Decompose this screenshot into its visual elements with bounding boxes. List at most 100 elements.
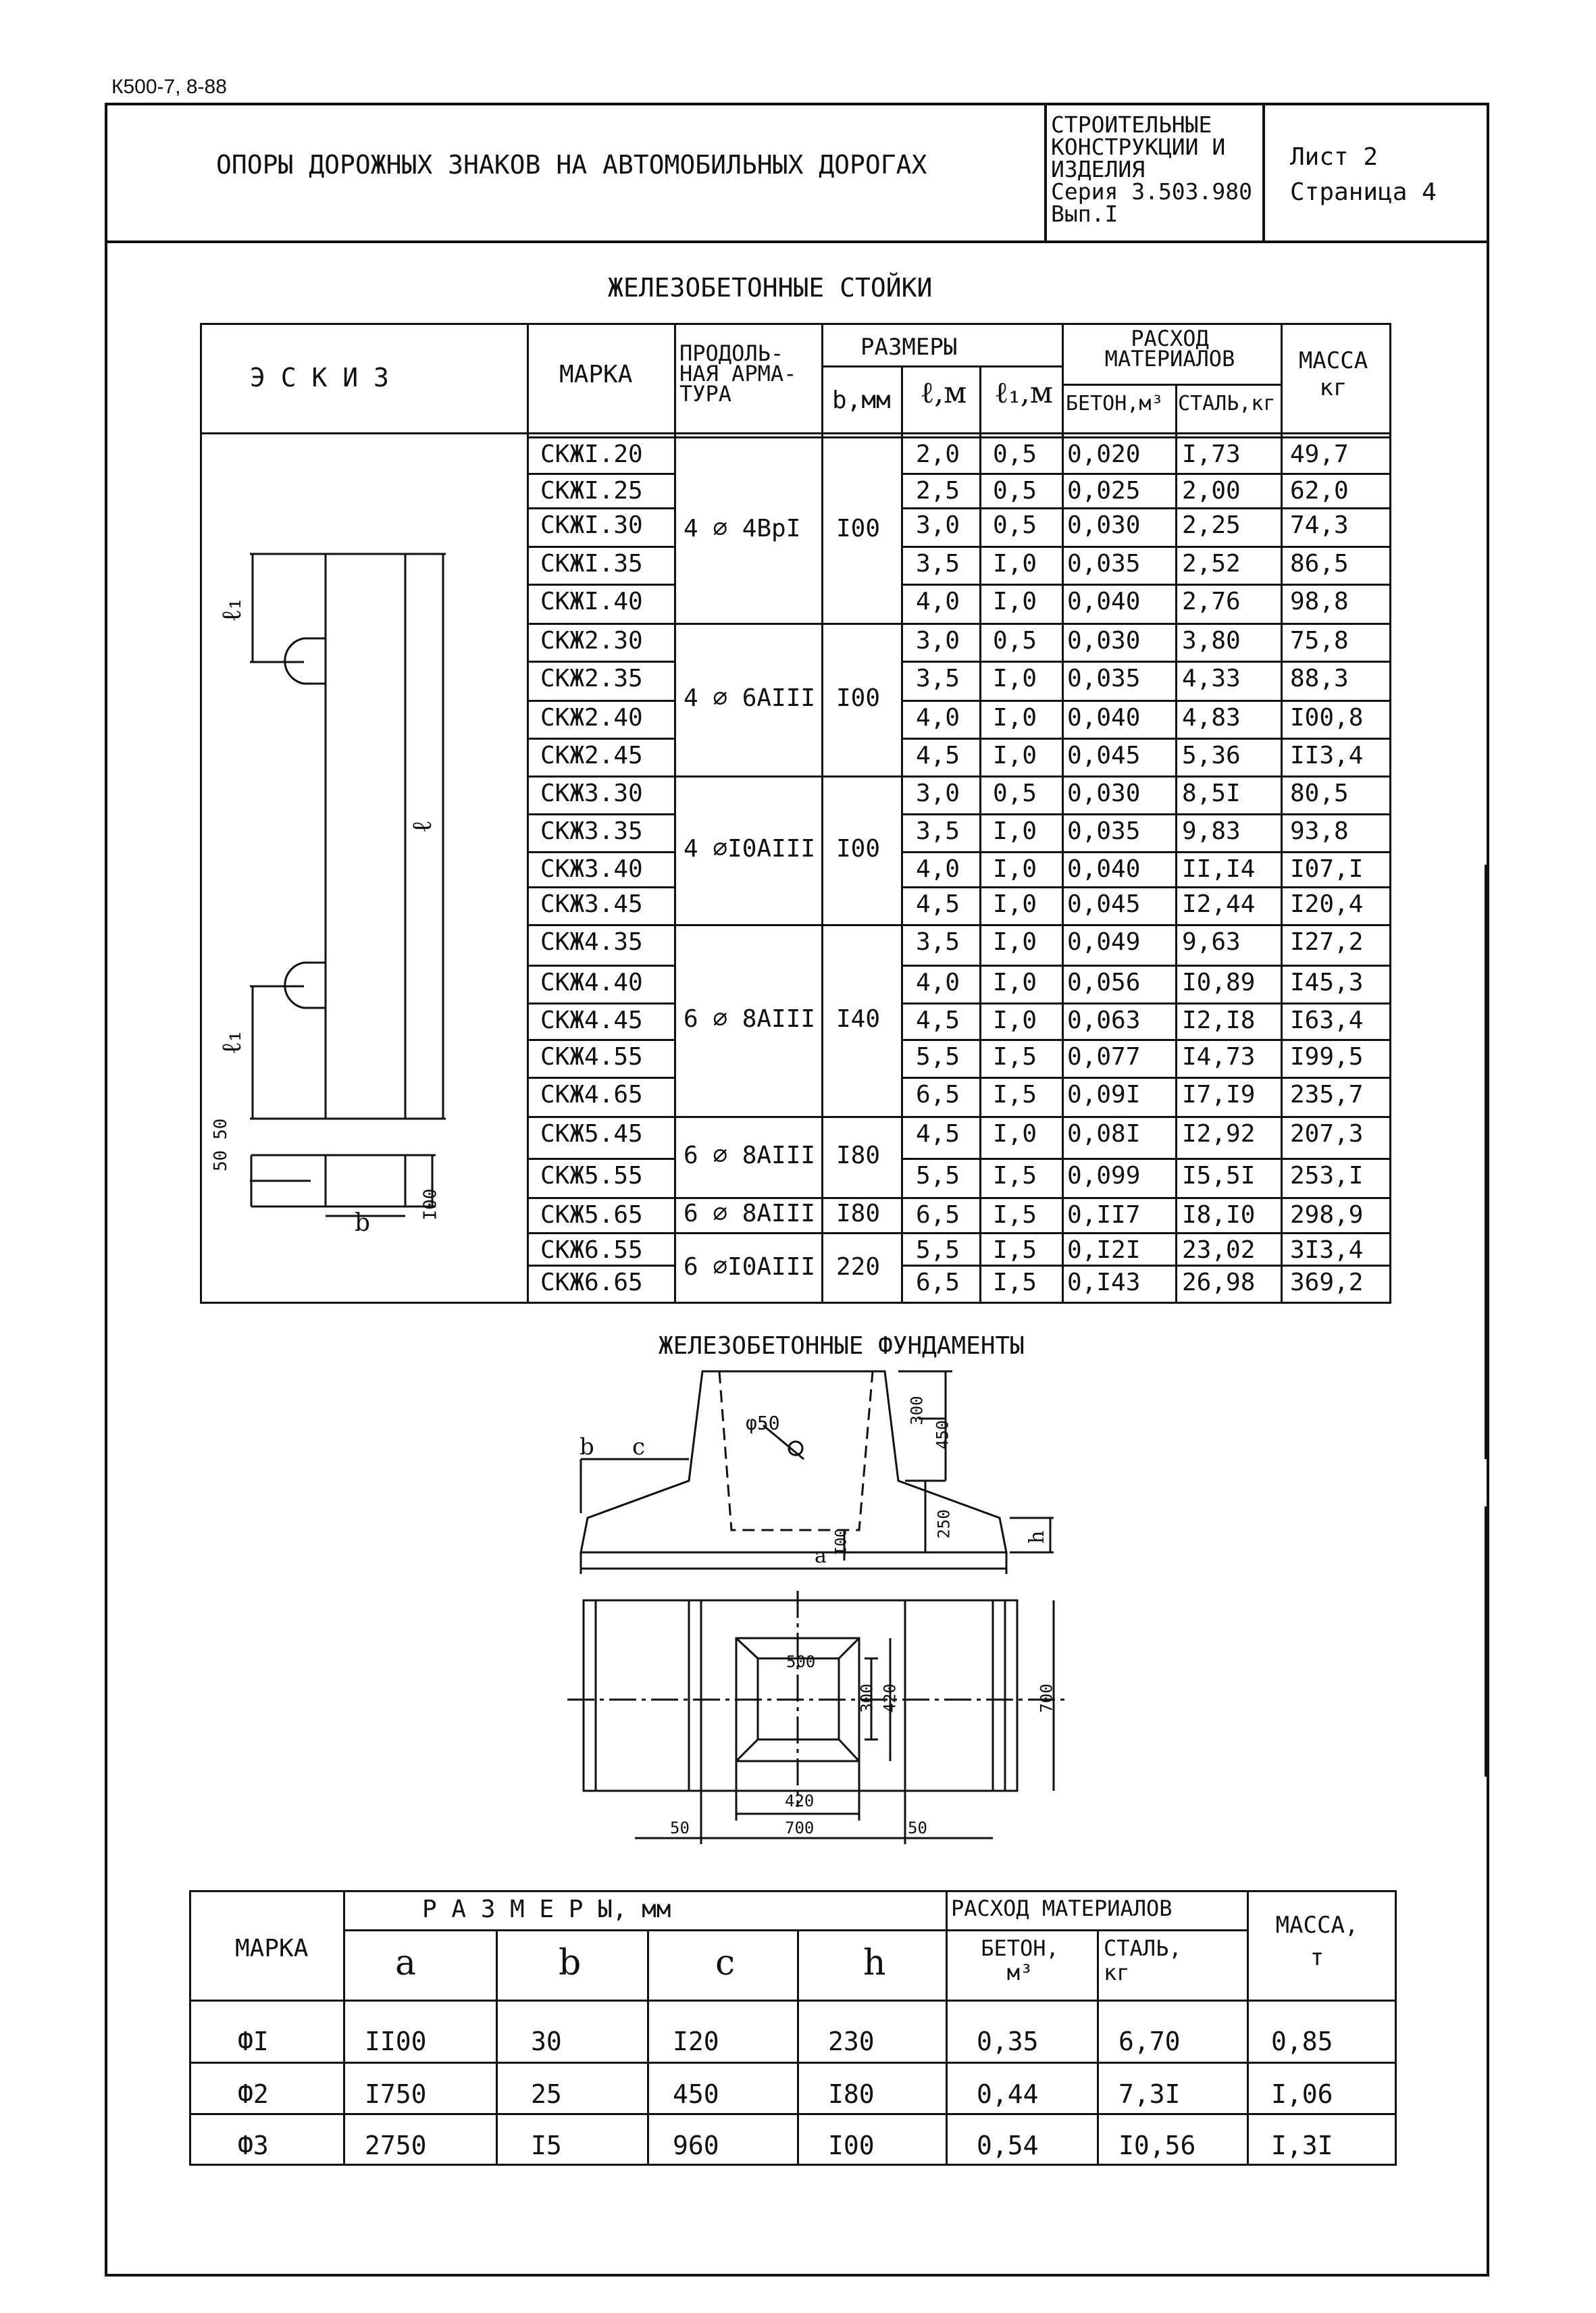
row-mark: СКЖ3.40 <box>540 855 643 883</box>
post-bracket-bottom <box>284 961 327 1009</box>
fnd-cell-mass: I,06 <box>1271 2079 1333 2109</box>
row-l: 4,5 <box>916 1007 960 1034</box>
fnd-mass-line: МАССА, <box>1275 1912 1359 1939</box>
row-l: 6,5 <box>916 1201 960 1229</box>
row-line <box>527 473 674 475</box>
margin-mark <box>1485 1506 1487 1777</box>
fnd-cell-mark: Ф3 <box>238 2131 269 2160</box>
row-mark: СКЖ3.35 <box>540 817 643 845</box>
group-b: 220 <box>836 1253 881 1281</box>
row-line <box>901 1158 1391 1160</box>
header-divider <box>105 240 1489 243</box>
row-steel: I2,I8 <box>1182 1007 1256 1034</box>
group-rebar: 6 ∅ 8AIII <box>684 1142 816 1169</box>
row-mark: СКЖI.25 <box>540 477 643 505</box>
row-concrete: 0,09I <box>1067 1081 1141 1109</box>
row-line <box>527 1158 674 1160</box>
anchor-hole <box>788 1440 804 1456</box>
series-line: Серия 3.503.980 <box>1051 178 1253 205</box>
row-l1: I,5 <box>993 1081 1037 1109</box>
mass-header: МАССА кг <box>1286 347 1381 401</box>
group-line <box>674 776 901 778</box>
fnd-vline <box>1247 1890 1249 2166</box>
row-mark: СКЖ2.35 <box>540 665 643 692</box>
row-mass: I27,2 <box>1290 928 1364 956</box>
sketch-l1-top: ℓ₁ <box>216 598 248 623</box>
row-l: 4,0 <box>916 704 960 732</box>
row-line <box>901 473 1391 475</box>
row-l1: 0,5 <box>993 780 1037 807</box>
row-line <box>901 623 1391 625</box>
row-line <box>527 661 674 663</box>
fnd-steel-line: кг <box>1104 1960 1130 1985</box>
row-line <box>901 546 1391 548</box>
row-concrete: 0,030 <box>1067 780 1141 807</box>
row-mark: СКЖ4.40 <box>540 969 643 996</box>
sketch-l1-bottom: ℓ₁ <box>216 1030 248 1055</box>
row-line <box>527 1232 674 1234</box>
row-steel: I2,92 <box>1182 1120 1256 1148</box>
fnd-cell-c: I20 <box>673 2027 719 2056</box>
table-line <box>200 432 1391 434</box>
dim-300-a: 300 <box>907 1396 927 1425</box>
series-block: СТРОИТЕЛЬНЫЕ КОНСТРУКЦИИ И ИЗДЕЛИЯ Серия… <box>1051 113 1252 225</box>
row-l1: I,0 <box>993 817 1037 845</box>
row-line <box>901 1232 1391 1234</box>
row-l1: I,0 <box>993 665 1037 692</box>
row-steel: 5,36 <box>1182 742 1241 769</box>
fnd-a-header: a <box>395 1943 417 1983</box>
row-steel: 23,02 <box>1182 1236 1256 1264</box>
dim-b: b <box>580 1433 594 1460</box>
row-line <box>527 584 674 586</box>
row-line <box>901 661 1391 663</box>
plan-width-420: 420 <box>785 1791 815 1810</box>
fnd-concrete-line: БЕТОН, <box>981 1935 1059 1961</box>
series-line: ИЗДЕЛИЯ <box>1051 156 1145 182</box>
row-mass: 74,3 <box>1290 511 1349 539</box>
fnd-consumption-header: РАСХОД МАТЕРИАЛОВ <box>951 1896 1173 1921</box>
group-b: I00 <box>836 515 881 542</box>
row-mark: СКЖ3.45 <box>540 890 643 918</box>
dim-100: I00 <box>833 1528 850 1556</box>
document-title: ОПОРЫ ДОРОЖНЫХ ЗНАКОВ НА АВТОМОБИЛЬНЫХ Д… <box>216 150 927 180</box>
row-steel: 2,52 <box>1182 550 1241 578</box>
group-rebar: 4 ∅ 4ВрI <box>684 515 801 542</box>
row-line <box>901 1116 1391 1118</box>
row-l: 4,5 <box>916 1120 960 1148</box>
row-line <box>901 436 1391 438</box>
row-l1: I,5 <box>993 1201 1037 1229</box>
row-steel: 8,5I <box>1182 780 1241 807</box>
row-concrete: 0,040 <box>1067 588 1141 615</box>
fnd-cell-steel: 7,3I <box>1118 2079 1181 2109</box>
row-line <box>901 886 1391 888</box>
table-line <box>1062 384 1281 386</box>
dim-c: c <box>632 1433 646 1460</box>
row-line <box>527 1002 674 1005</box>
row-mark: СКЖ5.55 <box>540 1162 643 1190</box>
row-concrete: 0,I2I <box>1067 1236 1141 1264</box>
row-l: 3,5 <box>916 665 960 692</box>
row-concrete: 0,040 <box>1067 704 1141 732</box>
row-line <box>901 507 1391 509</box>
row-line <box>901 1039 1391 1041</box>
row-mass: 80,5 <box>1290 780 1349 807</box>
dim-phi50: φ50 <box>746 1412 780 1434</box>
consumption-header-line: МАТЕРИАЛОВ <box>1104 346 1235 372</box>
plan-width-700: 700 <box>785 1819 815 1837</box>
row-concrete: 0,08I <box>1067 1120 1141 1148</box>
row-l1: I,0 <box>993 550 1037 578</box>
consumption-header: РАСХОД МАТЕРИАЛОВ <box>1102 328 1237 372</box>
fnd-vline <box>1097 1929 1099 2166</box>
row-mark: СКЖ4.55 <box>540 1043 643 1071</box>
row-line <box>527 623 674 625</box>
posts-title: ЖЕЛЕЗОБЕТОННЫЕ СТОЙКИ <box>608 273 933 303</box>
sketch-dim-5050: 50 50 <box>211 1118 231 1171</box>
row-l: 5,5 <box>916 1043 960 1071</box>
l1-header: ℓ₁,м <box>994 376 1053 410</box>
row-concrete: 0,025 <box>1067 477 1141 505</box>
table-vline <box>821 323 823 1304</box>
plan-outline <box>582 1599 1019 1792</box>
group-b: I40 <box>836 1005 881 1033</box>
sketch-dim-b: b <box>355 1209 371 1237</box>
row-line <box>527 1197 674 1199</box>
